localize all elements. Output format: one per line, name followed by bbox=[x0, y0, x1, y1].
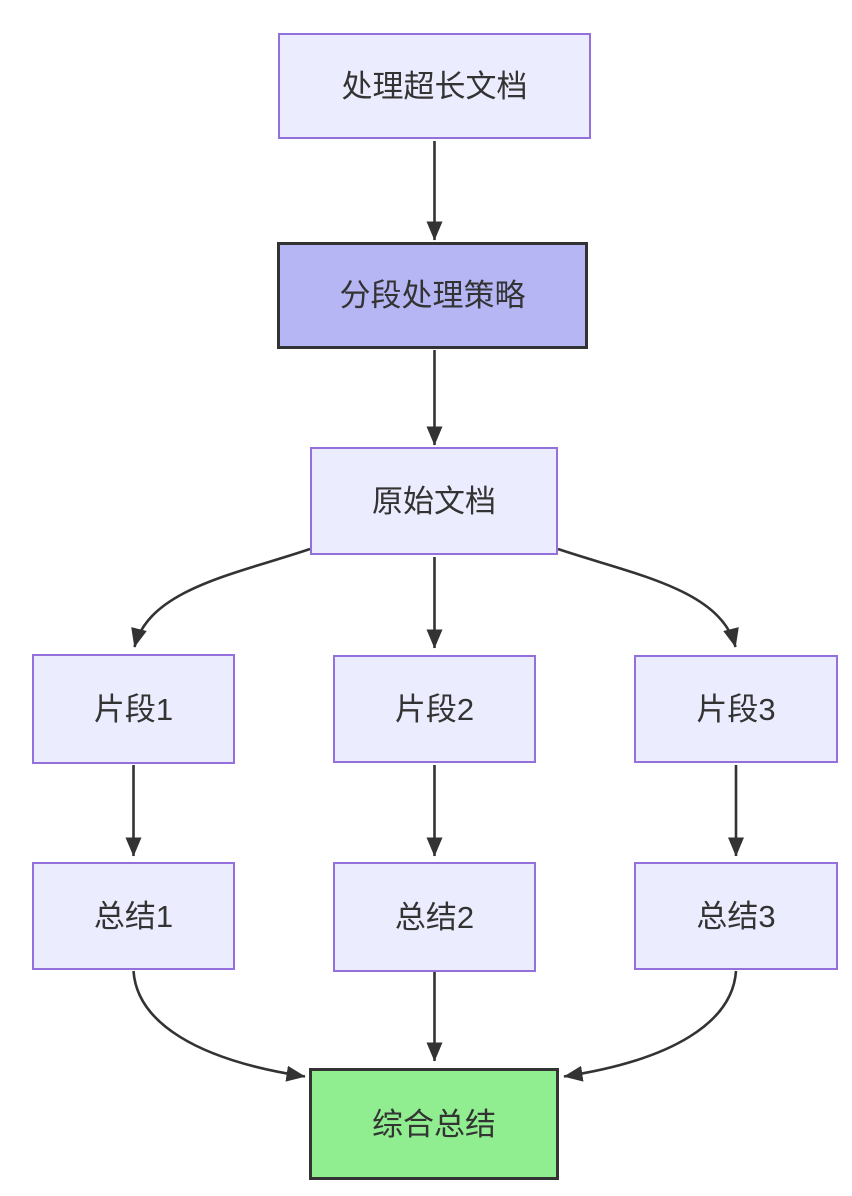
node-label: 处理超长文档 bbox=[341, 68, 528, 104]
node-segmentation-strategy: 分段处理策略 bbox=[277, 242, 588, 349]
edge-c-d1 bbox=[131, 547, 311, 648]
node-original-document: 原始文档 bbox=[310, 447, 558, 555]
node-label: 片段1 bbox=[93, 691, 174, 727]
node-label: 片段2 bbox=[394, 691, 475, 727]
node-segment-3: 片段3 bbox=[634, 655, 838, 763]
node-summary-1: 总结1 bbox=[32, 862, 235, 970]
node-combined-summary: 综合总结 bbox=[309, 1068, 559, 1180]
node-label: 分段处理策略 bbox=[339, 278, 526, 313]
node-label: 总结2 bbox=[394, 899, 475, 935]
node-label: 片段3 bbox=[696, 691, 776, 727]
edge-s1-f bbox=[132, 970, 306, 1082]
node-label: 总结1 bbox=[93, 898, 174, 934]
edge-c-d3 bbox=[557, 547, 739, 648]
node-process-long-doc: 处理超长文档 bbox=[278, 33, 591, 139]
node-label: 综合总结 bbox=[372, 1106, 496, 1142]
node-label: 总结3 bbox=[696, 898, 776, 934]
node-summary-2: 总结2 bbox=[333, 862, 536, 972]
edge-s3-f bbox=[563, 970, 738, 1082]
node-label: 原始文档 bbox=[372, 483, 496, 519]
node-summary-3: 总结3 bbox=[634, 862, 838, 970]
node-segment-1: 片段1 bbox=[32, 654, 235, 764]
node-segment-2: 片段2 bbox=[333, 655, 536, 763]
